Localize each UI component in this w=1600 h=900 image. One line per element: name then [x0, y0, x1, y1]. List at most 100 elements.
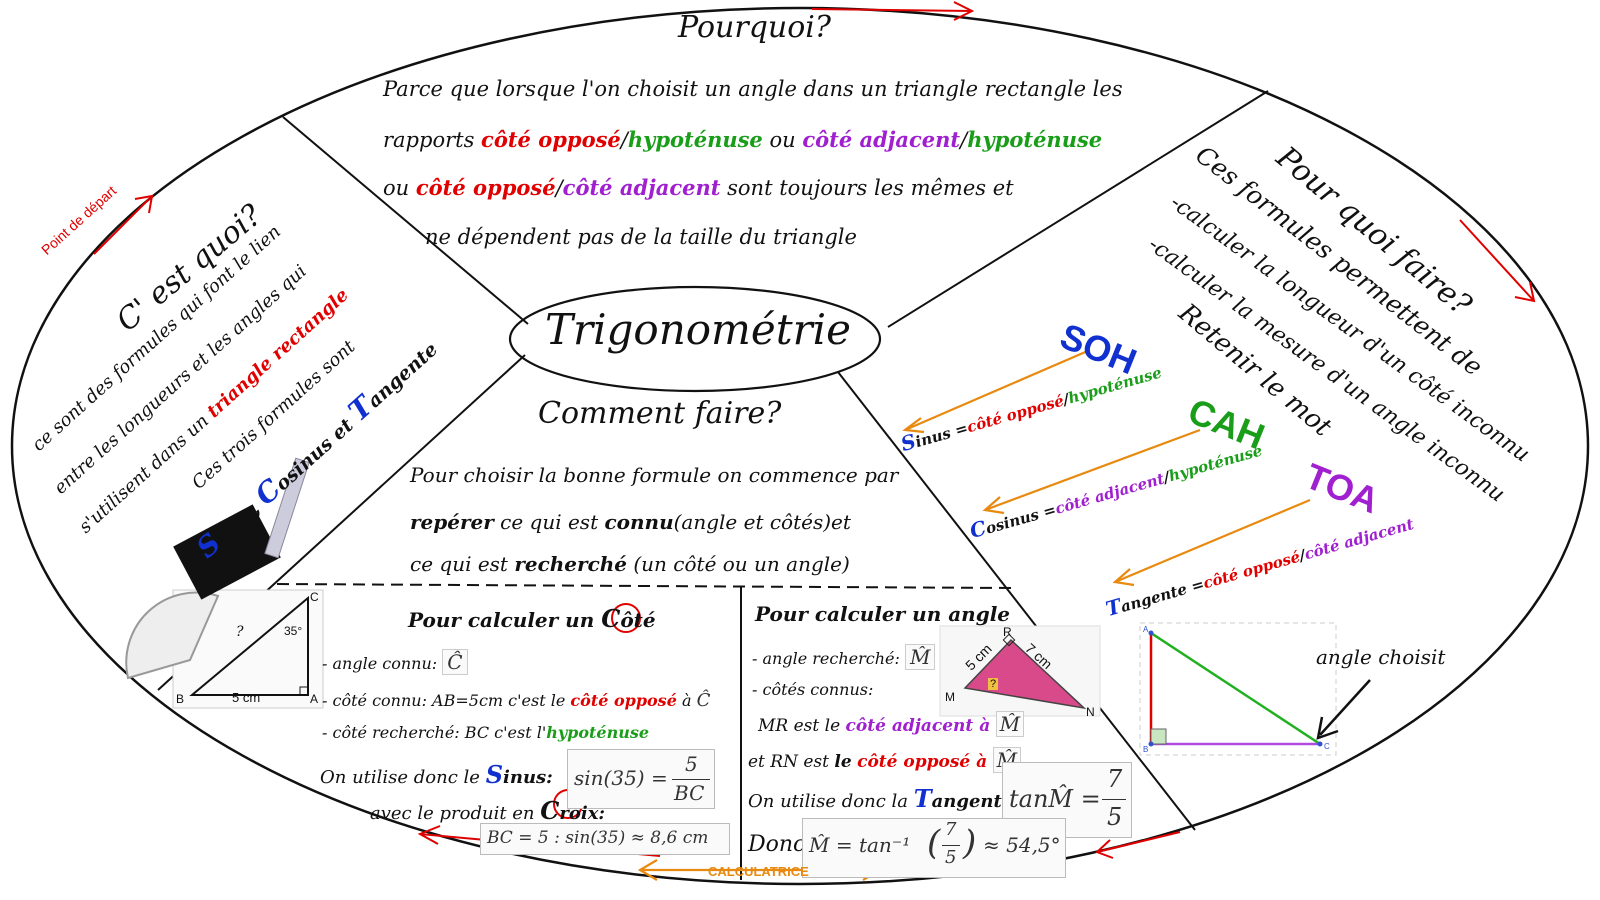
- commentfaire-heading: Comment faire?: [538, 396, 782, 431]
- divider-top-right: [887, 90, 1269, 328]
- tri-label-r: R: [1003, 625, 1012, 639]
- cote-cote-recherche: - côté recherché: BC c'est l'hypoténuse: [322, 723, 649, 742]
- paren-left: (: [927, 823, 941, 863]
- tri-label-a: A: [310, 692, 319, 706]
- tri-label-unknown-angle: ?: [988, 678, 999, 690]
- red-arrow-bottom-left-head: [417, 825, 441, 845]
- angle-utilise-tangente: On utilise donc la Tangente:: [748, 784, 1020, 813]
- graph-right-angle: [1150, 728, 1167, 745]
- pourquoi-text: ou: [383, 176, 410, 200]
- reperer-word: repérer: [410, 510, 494, 534]
- slash: /: [620, 128, 628, 152]
- angle-donc-label: Donc: [748, 832, 806, 857]
- slash: /: [960, 128, 968, 152]
- hypotenuse-label: hypoténuse: [546, 723, 650, 742]
- cote-cote-connu-text: à: [681, 691, 692, 710]
- graph-side-ac: [1150, 631, 1321, 746]
- angle-rn-text: et RN est: [748, 752, 829, 772]
- cote-heading-text: ôté: [620, 608, 656, 632]
- orange-arrow-calc-left-head: [637, 859, 658, 881]
- cote-utilise-sinus: On utilise donc le Sinus:: [320, 760, 553, 789]
- formula-sin-num: 5: [685, 752, 698, 776]
- cote-oppose-label: côté opposé: [481, 127, 621, 152]
- formula-tan-num: 7: [1107, 765, 1123, 793]
- angle-heading: Pour calculer un angle: [755, 602, 1011, 626]
- cote-heading-c: C: [601, 604, 621, 633]
- cote-heading: Pour calculer un Côté: [408, 604, 656, 633]
- graph-frame: [1139, 622, 1337, 756]
- handshake-icon: [173, 504, 281, 600]
- cote-cote-recherche-text: - côté recherché: BC c'est l': [322, 723, 547, 742]
- formula-tan-den: 5: [1107, 803, 1123, 831]
- orange-arrow-soh-head: [902, 417, 925, 434]
- hypotenuse-label: hypoténuse: [967, 127, 1103, 152]
- tri-label-n: N: [1086, 705, 1095, 719]
- triangle-angle-shape: [963, 638, 1087, 710]
- cote-produit-text: roix:: [559, 803, 606, 824]
- angle-m-symbol: M̂: [904, 644, 936, 670]
- red-arrow-right-head: [1514, 281, 1536, 303]
- tri-label-unknown: ?: [236, 624, 244, 640]
- orange-arrow-cah: [984, 428, 1201, 512]
- commentfaire-text: ce qui est: [410, 552, 508, 576]
- cote-produit-text: avec le produit en: [370, 803, 535, 824]
- triangle-cote-shape: [189, 595, 309, 696]
- recherche-word: recherché: [514, 552, 628, 576]
- angle-cotes-connus: - côtés connus:: [752, 680, 874, 699]
- pourquoi-line-3: ou côté opposé/côté adjacent sont toujou…: [383, 175, 1014, 200]
- paren-right: ): [963, 823, 977, 863]
- formula-arctan-num: 7: [945, 819, 957, 840]
- cote-utilise-text: On utilise donc le: [320, 767, 480, 788]
- formula-tan-box: tanM̂ = 7 5: [1002, 762, 1132, 838]
- cote-adjacent-label: côté adjacent: [802, 127, 961, 152]
- red-arrow-left: [93, 195, 153, 255]
- angle-rn-line: et RN est le côté opposé à M̂: [748, 747, 1022, 773]
- tri-label-m: M: [945, 690, 955, 704]
- pourquoi-heading: Pourquoi?: [678, 10, 831, 45]
- graph-point-a: [1148, 630, 1154, 636]
- pourquoi-text: rapports: [383, 128, 475, 152]
- angle-mr-line: MR est le côté adjacent à M̂: [758, 711, 1025, 737]
- cote-produit-croix: avec le produit en Croix:: [370, 796, 605, 825]
- angle-choisit-label: angle choisit: [1316, 645, 1446, 669]
- angle-c-symbol: Ĉ: [696, 690, 711, 711]
- center-title: Trigonométrie: [545, 305, 851, 354]
- tri-label-angle: 35°: [284, 624, 303, 638]
- sinus-initial: S: [485, 760, 504, 789]
- red-arrow-right: [1459, 219, 1535, 302]
- triangle-graph: [1139, 622, 1371, 756]
- graph-point-c: [1317, 741, 1323, 747]
- pourquoi-text: sont toujours les mêmes et: [727, 176, 1014, 200]
- angle-recherche-text: - angle recherché:: [752, 649, 900, 668]
- commentfaire-line-1: Pour choisir la bonne formule on commenc…: [410, 463, 899, 487]
- red-arrow-bottom-right: [1096, 831, 1181, 853]
- angle-utilise-text: On utilise donc la: [748, 791, 909, 812]
- formula-arctan-bar: [942, 845, 960, 846]
- formula-tan-lhs: tanM̂ =: [1009, 785, 1101, 813]
- angle-m-symbol: M̂: [995, 711, 1025, 737]
- cote-oppose-label: côté opposé: [415, 175, 556, 200]
- graph-label-b: B: [1143, 745, 1149, 754]
- orange-arrows: [637, 348, 1311, 881]
- formula-arctan-rhs: ≈ 54,5°: [983, 833, 1061, 857]
- croix-initial: C: [540, 796, 560, 825]
- cote-cote-connu-text: - côté connu: AB=5cm c'est le: [322, 691, 566, 710]
- pourquoi-text: ou: [769, 128, 796, 152]
- cote-adjacent-label: côté adjacent à: [845, 716, 991, 736]
- angle-choisit-arrow-head: [1316, 716, 1339, 740]
- formula-bc: BC = 5 : sin(35) ≈ 8,6 cm: [487, 828, 709, 848]
- slash: /: [555, 176, 563, 200]
- cote-adjacent-label: côté adjacent: [562, 175, 721, 200]
- hypotenuse-label: hypoténuse: [627, 127, 763, 152]
- cote-heading-text: Pour calculer un: [408, 608, 595, 632]
- center-ellipse: [508, 285, 882, 393]
- divider-top-left: [282, 116, 529, 325]
- graph-point-b: [1148, 741, 1154, 747]
- dashed-separator-horizontal: [276, 583, 1013, 589]
- orange-arrow-toa: [1114, 498, 1311, 584]
- outer-ellipse: [10, 6, 1590, 886]
- pourquoi-line-4: ne dépendent pas de la taille du triangl…: [425, 225, 857, 249]
- graph-label-c: C: [1324, 742, 1330, 751]
- orange-arrow-cah-head: [982, 496, 1005, 515]
